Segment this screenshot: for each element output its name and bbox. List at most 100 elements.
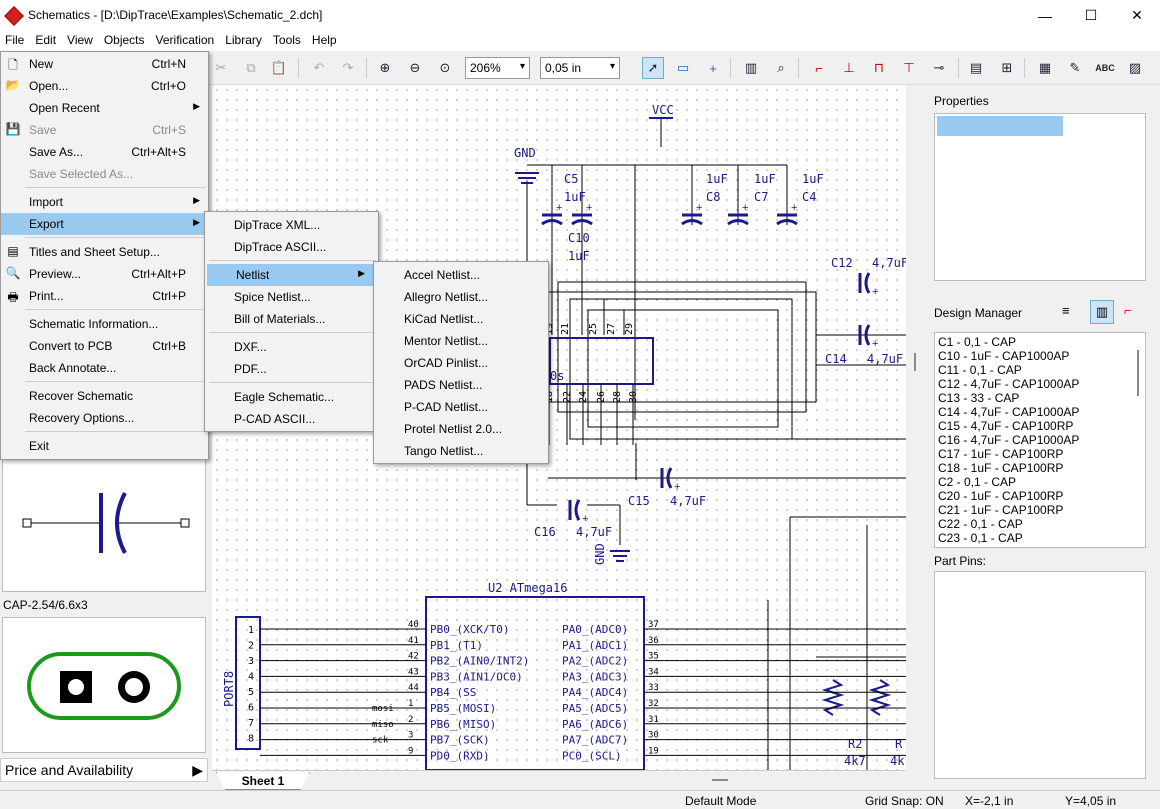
netlist-menu-protel-netlist-2-0[interactable]: Protel Netlist 2.0... <box>404 422 503 436</box>
netlist-menu-p-cad-netlist[interactable]: P-CAD Netlist... <box>404 400 489 414</box>
power-port-icon[interactable]: ⊤ <box>903 60 915 75</box>
file-menu-export[interactable]: Export▶ <box>1 213 208 235</box>
netlist-menu-orcad-pinlist[interactable]: OrCAD Pinlist... <box>404 356 489 370</box>
list-item[interactable]: C22 - 0,1 - CAP <box>938 517 1023 531</box>
find-icon[interactable]: ⌕ <box>777 60 785 75</box>
capacitor-c10[interactable]: + <box>571 202 593 226</box>
export-menu-bill-of-materials[interactable]: Bill of Materials... <box>205 308 378 330</box>
file-menu-print[interactable]: 🖶Print...Ctrl+P <box>1 285 208 307</box>
menu-view[interactable]: View <box>67 33 93 47</box>
export-menu-diptrace-xml[interactable]: DipTrace XML... <box>205 214 378 236</box>
schematic-canvas[interactable]: VCC GND C5 1uF C10 1uF C8 1uF C7 1uF C4 … <box>212 85 906 770</box>
close-button[interactable]: ✕ <box>1131 7 1143 23</box>
image-icon[interactable]: ▨ <box>1128 60 1142 75</box>
paste-icon[interactable]: 📋 <box>270 60 288 75</box>
list-item[interactable]: C23 - 0,1 - CAP <box>938 531 1023 545</box>
maximize-button[interactable]: ☐ <box>1084 7 1098 23</box>
file-menu-save-as[interactable]: Save As...Ctrl+Alt+S <box>1 141 208 163</box>
wire-icon[interactable]: ⌐ <box>815 60 823 76</box>
menu-help[interactable]: Help <box>311 33 337 47</box>
list-item[interactable]: C11 - 0,1 - CAP <box>938 363 1022 377</box>
menu-edit[interactable]: Edit <box>35 33 57 47</box>
list-item[interactable]: C21 - 1uF - CAP100RP <box>938 503 1064 517</box>
edit-icon[interactable]: ✎ <box>1069 60 1081 75</box>
netlist-menu-kicad-netlist[interactable]: KiCad Netlist... <box>404 312 484 326</box>
net-port-icon[interactable]: ⊓ <box>873 60 885 75</box>
list-item[interactable]: C1 - 0,1 - CAP <box>938 335 1017 349</box>
zoom-out-icon[interactable]: ⊖ <box>409 60 421 75</box>
list-item[interactable]: C18 - 1uF - CAP100RP <box>938 461 1064 475</box>
export-menu-eagle-schematic[interactable]: Eagle Schematic... <box>205 386 378 408</box>
file-menu-recover-schematic[interactable]: Recover Schematic <box>1 385 208 407</box>
cross-icon[interactable]: + <box>709 60 717 76</box>
file-menu-recovery-options[interactable]: Recovery Options... <box>1 407 208 429</box>
capacitor-c8[interactable]: + <box>681 202 703 226</box>
file-menu-open[interactable]: 📂Open...Ctrl+O <box>1 75 208 97</box>
menu-library[interactable]: Library <box>225 33 262 47</box>
file-menu-titles-and-sheet-setup[interactable]: ▤Titles and Sheet Setup... <box>1 241 208 263</box>
chip-icon[interactable]: ⊞ <box>1001 60 1013 75</box>
panel-splitter[interactable] <box>906 85 928 790</box>
menu-tools[interactable]: Tools <box>272 33 301 47</box>
file-menu-import[interactable]: Import▶ <box>1 191 208 213</box>
sheet-tab-1[interactable]: Sheet 1 <box>216 772 310 790</box>
list-item[interactable]: C10 - 1uF - CAP1000AP <box>938 349 1070 363</box>
file-menu-exit[interactable]: Exit <box>1 435 208 457</box>
export-menu-p-cad-ascii[interactable]: P-CAD ASCII... <box>205 408 378 430</box>
export-menu-spice-netlist[interactable]: Spice Netlist... <box>205 286 378 308</box>
tree-view-icon[interactable]: ≡ <box>1062 303 1070 318</box>
export-menu-dxf[interactable]: DXF... <box>205 336 378 358</box>
netlist-menu-pads-netlist[interactable]: PADS Netlist... <box>404 378 483 392</box>
capacitor-c7[interactable]: + <box>727 202 749 226</box>
export-menu-pdf[interactable]: PDF... <box>205 358 378 380</box>
copy-icon[interactable]: ⧉ <box>246 60 256 75</box>
list-item[interactable]: C15 - 4,7uF - CAP100RP <box>938 419 1074 433</box>
list-item[interactable]: C13 - 33 - CAP <box>938 391 1020 405</box>
file-menu-back-annotate[interactable]: Back Annotate... <box>1 357 208 379</box>
netlist-menu-allegro-netlist[interactable]: Allegro Netlist... <box>404 290 489 304</box>
cut-icon[interactable]: ✂ <box>215 60 227 75</box>
zoom-combo[interactable]: 206%▾ <box>465 57 530 79</box>
price-availability-button[interactable]: Price and Availability ▶ <box>0 758 208 782</box>
netlist-menu-mentor-netlist[interactable]: Mentor Netlist... <box>404 334 489 348</box>
list-scrollbar[interactable] <box>1137 350 1139 396</box>
file-menu-schematic-information[interactable]: Schematic Information... <box>1 313 208 335</box>
scroll-grip-icon[interactable] <box>712 779 728 781</box>
netlist-menu-tango-netlist[interactable]: Tango Netlist... <box>404 444 484 458</box>
menu-verification[interactable]: Verification <box>155 33 215 47</box>
list-item[interactable]: C17 - 1uF - CAP100RP <box>938 447 1064 461</box>
export-menu-netlist[interactable]: Netlist▶ <box>207 264 373 286</box>
menu-file[interactable]: File <box>5 33 25 47</box>
capacitor-c5[interactable]: + <box>541 202 563 226</box>
minimize-button[interactable]: — <box>1038 7 1052 24</box>
grid-combo[interactable]: 0,05 in▾ <box>540 57 620 79</box>
file-menu-preview[interactable]: 🔍Preview...Ctrl+Alt+P <box>1 263 208 285</box>
redo-icon[interactable]: ↷ <box>342 60 354 75</box>
nets-view-icon[interactable]: ⌐ <box>1124 303 1132 318</box>
component-icon[interactable]: ▥ <box>744 60 758 75</box>
list-item[interactable]: C12 - 4,7uF - CAP1000AP <box>938 377 1080 391</box>
file-menu-open-recent[interactable]: Open Recent▶ <box>1 97 208 119</box>
undo-icon[interactable]: ↶ <box>313 60 325 75</box>
menu-objects[interactable]: Objects <box>103 33 145 47</box>
list-item[interactable]: C16 - 4,7uF - CAP1000AP <box>938 433 1080 447</box>
bus-icon[interactable]: ⊥ <box>843 60 855 75</box>
capacitor-c4[interactable]: + <box>776 202 798 226</box>
capacitor-c12[interactable]: + <box>858 272 878 298</box>
file-menu-save-selected-as[interactable]: Save Selected As... <box>1 163 208 185</box>
pointer-icon[interactable]: ➚ <box>642 57 664 79</box>
capacitor-c15[interactable]: + <box>660 467 680 493</box>
zoom-in-icon[interactable]: ⊕ <box>379 60 391 75</box>
capacitor-c16[interactable]: + <box>568 499 588 525</box>
table-icon[interactable]: ▦ <box>1038 60 1052 75</box>
export-menu-diptrace-ascii[interactable]: DipTrace ASCII... <box>205 236 378 258</box>
list-item[interactable]: C14 - 4,7uF - CAP1000AP <box>938 405 1080 419</box>
netlist-menu-accel-netlist[interactable]: Accel Netlist... <box>404 268 481 282</box>
capacitor-c14[interactable]: + <box>858 324 878 350</box>
list-item[interactable]: C2 - 0,1 - CAP <box>938 475 1017 489</box>
text-icon[interactable]: ABC <box>1095 63 1115 73</box>
